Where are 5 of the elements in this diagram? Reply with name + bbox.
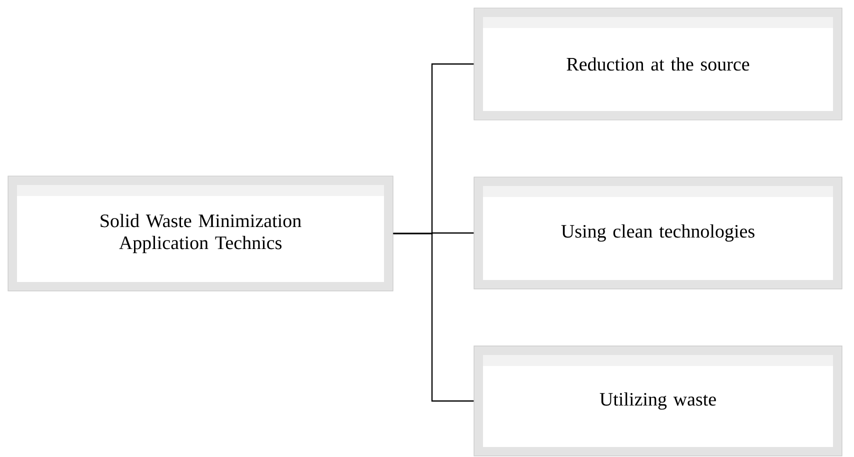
connector-line — [393, 232, 474, 402]
process-box: Using clean technologies — [474, 176, 842, 290]
process-box: Reduction at the source — [474, 8, 842, 120]
process-box: Utilizing waste — [474, 346, 842, 456]
process-box: Solid Waste Minimization Application Technics — [8, 176, 394, 292]
